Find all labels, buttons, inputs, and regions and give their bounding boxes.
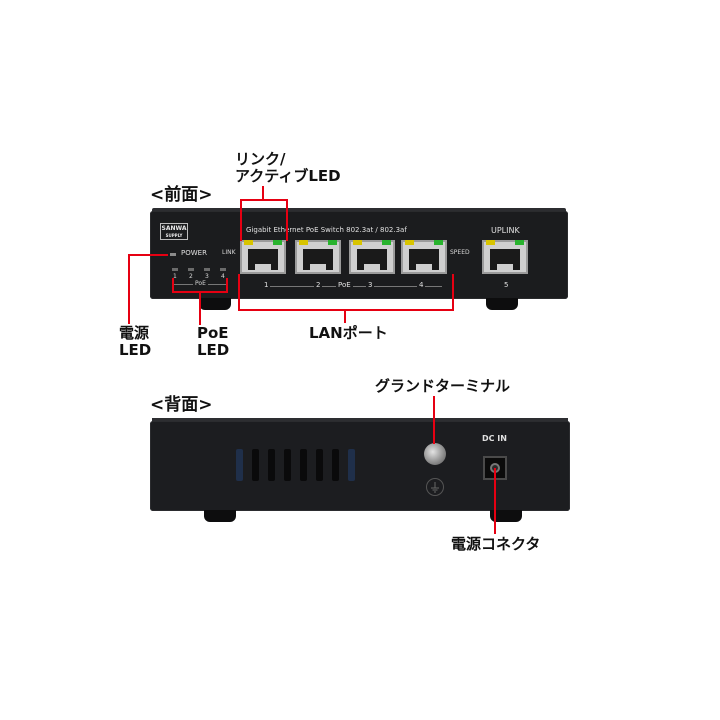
port5-speed-led (515, 240, 524, 245)
power-led-callout-h (128, 254, 168, 256)
port1-speed-led (273, 240, 282, 245)
port-number-2: 2 (314, 281, 323, 289)
link-led-callout-right (286, 199, 288, 241)
poe-led-line2: LED (197, 341, 230, 359)
power-connector-callout-line (494, 468, 496, 534)
vent-slot-5 (300, 449, 307, 481)
lan-port-3 (349, 240, 395, 274)
port1-link-led (244, 240, 253, 245)
ground-terminal-callout: グランドターミナル (375, 377, 511, 395)
poe-led-number-4: 4 (221, 273, 225, 280)
switch-back-panel (150, 421, 570, 511)
logo-line-2: SUPPLY (165, 233, 183, 238)
poe-led-callout: PoE LED (197, 325, 229, 359)
link-active-led-line2: アクティブLED (235, 167, 341, 185)
port3-link-led (353, 240, 362, 245)
port4-speed-led (434, 240, 443, 245)
ground-terminal-screw (424, 443, 446, 465)
model-text: Gigabit Ethernet PoE Switch 802.3at / 80… (246, 226, 407, 234)
lan-port-1 (240, 240, 286, 274)
power-led-callout-v (128, 254, 130, 324)
lan-port-2 (295, 240, 341, 274)
power-led (170, 253, 176, 256)
dc-in-label: DC IN (482, 434, 507, 443)
poe-led-3 (204, 268, 210, 271)
poe-led-callout-right (226, 278, 228, 292)
port4-link-led (405, 240, 414, 245)
vent-slot-2 (252, 449, 259, 481)
vent-slot-6 (316, 449, 323, 481)
poe-led-2 (188, 268, 194, 271)
poe-led-1 (172, 268, 178, 271)
link-label: LINK (222, 249, 236, 256)
power-led-line2: LED (119, 341, 152, 359)
port-number-line (268, 286, 442, 287)
back-right-foot (490, 510, 522, 522)
poe-led-callout-stem (199, 291, 201, 325)
ground-terminal-callout-line (433, 396, 435, 444)
uplink-label: UPLINK (491, 226, 520, 235)
power-led-line1: 電源 (119, 324, 150, 342)
front-section-label: <前面> (150, 185, 213, 205)
power-label: POWER (181, 249, 207, 257)
port-number-1: 1 (262, 281, 271, 289)
uplink-port-number: 5 (504, 281, 509, 289)
poe-led-group-label: PoE (193, 280, 208, 287)
link-led-callout-top (240, 199, 288, 201)
port3-speed-led (382, 240, 391, 245)
logo-line-1: SANWA (161, 225, 187, 232)
power-connector-callout: 電源コネクタ (451, 535, 541, 553)
uplink-port-5 (482, 240, 528, 274)
poe-led-number-3: 3 (205, 273, 209, 280)
lan-port-callout: LANポート (309, 324, 388, 342)
lan-port-callout-right (452, 274, 454, 310)
vent-slot-7 (332, 449, 339, 481)
vent-slot-8 (348, 449, 355, 481)
poe-led-line1: PoE (197, 324, 229, 342)
vent-slot-4 (284, 449, 291, 481)
front-left-foot (199, 298, 231, 310)
power-led-callout: 電源 LED (119, 325, 151, 359)
back-section-label: <背面> (150, 395, 213, 415)
link-led-callout-left (240, 199, 242, 241)
port-number-3: 3 (366, 281, 375, 289)
port-range-poe-label: PoE (336, 281, 353, 289)
speed-label: SPEED (450, 249, 470, 256)
link-led-callout-stem (262, 186, 264, 200)
sanwa-logo: SANWA SUPPLY (160, 223, 188, 240)
lan-port-callout-stem (344, 309, 346, 323)
port2-speed-led (328, 240, 337, 245)
lan-port-4 (401, 240, 447, 274)
ground-symbol-icon (426, 478, 444, 496)
poe-led-callout-left (172, 278, 174, 292)
lan-port-callout-bracket (238, 309, 454, 311)
poe-led-4 (220, 268, 226, 271)
front-right-foot (486, 298, 518, 310)
vent-slot-1 (236, 449, 243, 481)
port2-link-led (299, 240, 308, 245)
port5-link-led (486, 240, 495, 245)
poe-led-number-1: 1 (173, 273, 177, 280)
back-left-foot (204, 510, 236, 522)
link-active-led-line1: リンク/ (235, 150, 286, 168)
lan-port-callout-left (238, 274, 240, 310)
port-number-4: 4 (417, 281, 426, 289)
link-active-led-callout: リンク/ アクティブLED (235, 151, 341, 185)
vent-slot-3 (268, 449, 275, 481)
poe-led-number-2: 2 (189, 273, 193, 280)
